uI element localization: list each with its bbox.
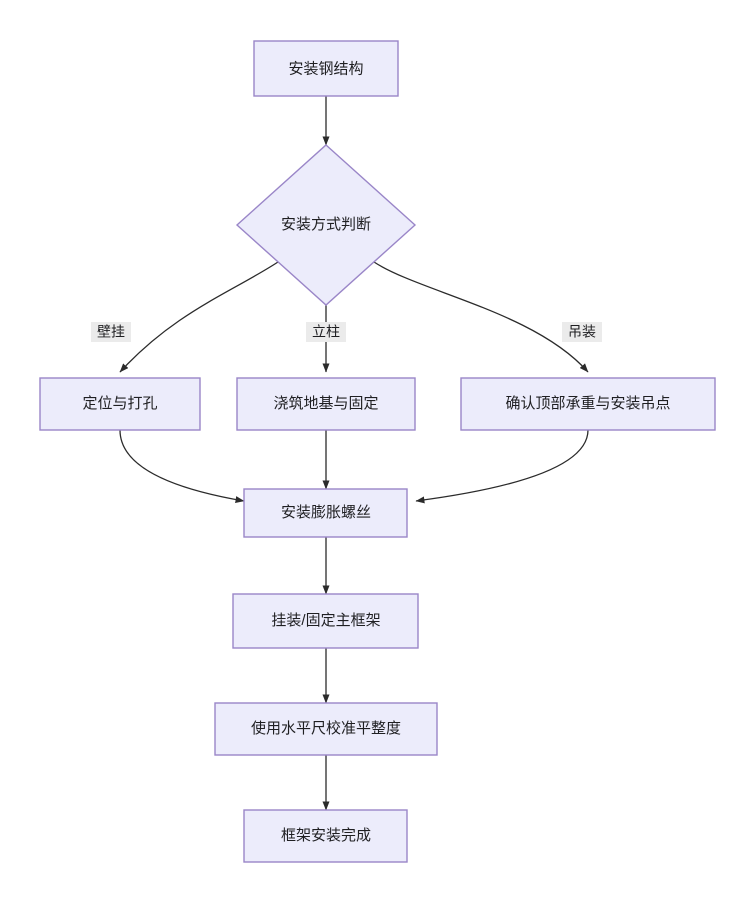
edge-n3-n6 <box>119 429 245 504</box>
node-label: 使用水平尺校准平整度 <box>251 720 401 737</box>
node-rect <box>460 377 716 431</box>
node-label: 浇筑地基与固定 <box>273 395 378 412</box>
node-label: 确认顶部承重与安装吊点 <box>505 395 670 412</box>
node-rect <box>214 702 438 756</box>
edge-label-text: 吊装 <box>568 324 596 340</box>
node-label: 安装钢结构 <box>288 60 363 77</box>
edge-label-background <box>91 322 131 342</box>
edge-n2-n5 <box>373 261 589 373</box>
node-label: 安装方式判断 <box>281 216 371 233</box>
edge-layer <box>119 96 589 811</box>
node-label: 定位与打孔 <box>82 395 157 412</box>
node-rect <box>253 40 399 97</box>
node-layer: 安装钢结构 安装方式判断 定位与打孔 浇筑地基与固定 确认顶部承重与安装吊点 安 <box>39 40 716 863</box>
node-rect <box>236 377 416 431</box>
edge-n5-n6 <box>415 429 589 504</box>
edge-label-background <box>562 322 602 342</box>
node-confirm-top-load-and-hoist-points[interactable]: 确认顶部承重与安装吊点 <box>460 377 716 431</box>
edge-label-hoisting: 吊装 <box>562 322 602 342</box>
node-label: 挂装/固定主框架 <box>271 612 380 629</box>
node-rect <box>243 488 408 538</box>
edge-label-layer: 壁挂 立柱 吊装 <box>91 322 602 342</box>
edge-label-text: 立柱 <box>312 324 340 340</box>
node-rect <box>232 593 419 649</box>
node-install-steel-structure[interactable]: 安装钢结构 <box>253 40 399 97</box>
node-frame-installation-complete[interactable]: 框架安装完成 <box>243 809 408 863</box>
edge-n2-n3 <box>119 261 279 373</box>
node-installation-method-decision[interactable]: 安装方式判断 <box>235 144 417 306</box>
edge-label-text: 壁挂 <box>97 324 125 340</box>
edge-label-column: 立柱 <box>306 322 346 342</box>
node-diamond <box>235 144 417 306</box>
edge-label-background <box>306 322 346 342</box>
node-rect <box>243 809 408 863</box>
node-level-with-spirit-level[interactable]: 使用水平尺校准平整度 <box>214 702 438 756</box>
node-pour-foundation-and-fix[interactable]: 浇筑地基与固定 <box>236 377 416 431</box>
node-install-expansion-bolts[interactable]: 安装膨胀螺丝 <box>243 488 408 538</box>
node-label: 框架安装完成 <box>281 827 371 844</box>
node-mount-or-fix-main-frame[interactable]: 挂装/固定主框架 <box>232 593 419 649</box>
node-position-and-drill[interactable]: 定位与打孔 <box>39 377 201 431</box>
node-label: 安装膨胀螺丝 <box>281 504 371 521</box>
edge-label-wall-mount: 壁挂 <box>91 322 131 342</box>
node-rect <box>39 377 201 431</box>
